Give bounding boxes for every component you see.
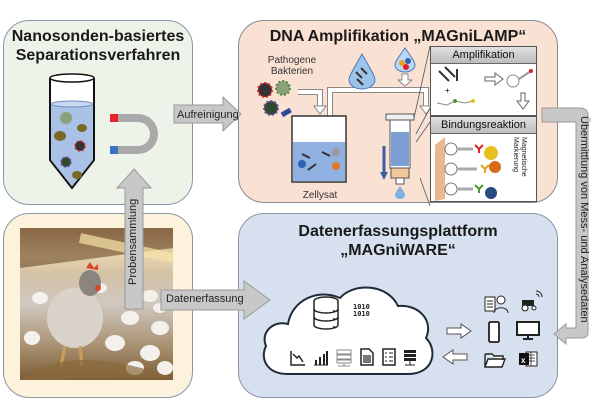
magnet-icon [110, 114, 158, 154]
tractor-wifi-icon [521, 290, 543, 312]
clipboard-user-icon [484, 295, 509, 314]
sampling-arrow-label: Probensammlung [127, 198, 139, 285]
sampling-arrow [115, 168, 153, 310]
flow-arrows [298, 87, 433, 120]
separation-panel: Nanosonden-basiertes Separationsverfahre… [3, 20, 193, 205]
dna-title: DNA Amplifikation „MAGniLAMP“ [269, 28, 527, 45]
beaker-icon [291, 115, 347, 183]
purification-arrow-label: Aufreinigung [177, 109, 239, 121]
folder-icon [484, 353, 507, 368]
data-platform-title: Datenerfassungsplattform „MAGniWARE“ [239, 222, 557, 260]
line-chart-icon [290, 351, 305, 366]
separation-title-line1: Nanosonden-basiertes [11, 28, 185, 45]
svg-text:+: + [445, 86, 450, 95]
monitor-icon [516, 321, 540, 340]
binary-icon: 1010 1010 [353, 303, 370, 318]
server-network-icon [336, 349, 352, 367]
reagent-droplet-icon [394, 47, 416, 87]
database-icon [313, 296, 339, 330]
bacteria-icon [257, 80, 292, 118]
data-capture-arrow-label: Datenerfassung [166, 293, 244, 305]
zoom-lines [413, 45, 431, 207]
lysate-label: Zellysat [302, 190, 338, 201]
transmission-arrow-label: Übermittlung von Mess- und Analysedaten [578, 116, 590, 323]
amplification-header: Amplifikation [431, 47, 536, 64]
purification-arrow [173, 95, 242, 133]
binding-box: Bindungsreaktion Magnetische Markierung [430, 116, 537, 202]
chicken-farm-image [20, 228, 173, 380]
binding-illustration [435, 137, 501, 201]
magnetic-label: Magnetische Markierung [512, 137, 527, 177]
arrow-left-outline-icon [442, 349, 468, 365]
svg-text:x: x [521, 356, 526, 365]
binding-header: Bindungsreaktion [431, 117, 536, 134]
amplification-illustration: + [436, 66, 533, 110]
transmission-arrow [541, 107, 589, 346]
document-icon [360, 348, 374, 366]
data-title-line2: „MAGniWARE“ [340, 242, 456, 259]
test-tube-icon [49, 73, 95, 190]
server-rack-icon [404, 350, 416, 366]
smartphone-icon [488, 321, 500, 343]
spin-column-icon [380, 113, 415, 199]
separation-title: Nanosonden-basiertes Separationsverfahre… [4, 27, 192, 65]
separation-title-line2: Separationsverfahren [15, 47, 181, 64]
excel-icon: x [519, 351, 538, 367]
list-icon [382, 348, 396, 366]
amplification-box: Amplifikation + [430, 46, 537, 116]
dna-droplet-icon [348, 52, 376, 90]
data-title-line1: Datenerfassungsplattform [298, 223, 498, 240]
pathogen-label: Pathogene Bakterien [267, 55, 317, 77]
data-capture-arrow [160, 280, 271, 320]
arrow-right-outline-icon [446, 323, 472, 339]
bar-chart-icon [314, 351, 328, 366]
